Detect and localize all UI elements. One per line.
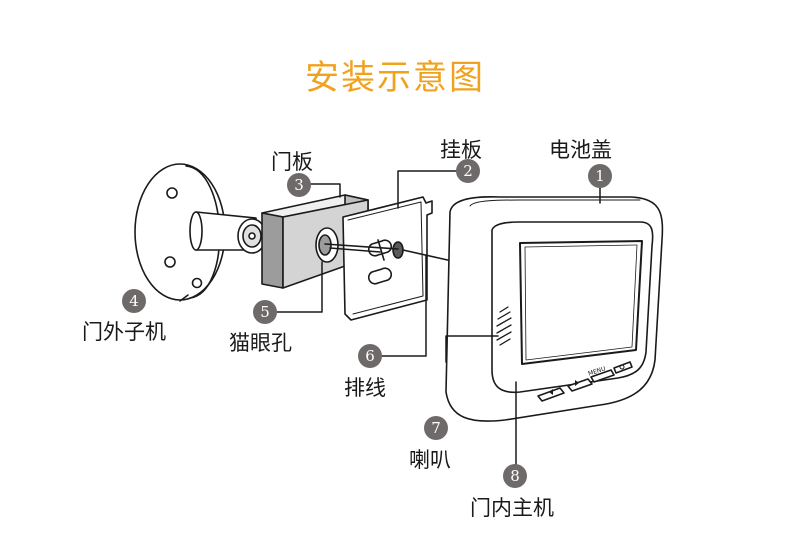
callout-label-cable: 排线	[344, 376, 386, 400]
diagram-title: 安装示意图	[305, 58, 485, 98]
callout-number-3: 3	[287, 173, 311, 197]
callout-label-peephole: 猫眼孔	[229, 331, 292, 355]
leader-lines	[179, 170, 601, 473]
callout-number-4: 4	[122, 289, 146, 313]
callout-label-speaker: 喇叭	[409, 448, 451, 472]
indoor-unit-drawing	[445, 196, 664, 422]
callout-number-7: 7	[424, 416, 448, 440]
callout-number-8: 8	[503, 464, 527, 488]
callout-label-mounting-plate: 挂板	[440, 138, 482, 162]
callout-number-5: 5	[253, 300, 277, 324]
callout-number-6: 6	[358, 344, 382, 368]
callout-label-outdoor-unit: 门外子机	[82, 320, 166, 344]
callout-label-door-panel: 门板	[271, 150, 313, 174]
mounting-plate-drawing	[324, 196, 453, 321]
outdoor-unit-drawing	[134, 163, 267, 301]
callout-label-battery-cover: 电池盖	[549, 138, 612, 162]
callout-number-2: 2	[456, 159, 480, 183]
callout-label-indoor-unit: 门内主机	[470, 496, 554, 520]
callout-number-1: 1	[588, 164, 612, 188]
